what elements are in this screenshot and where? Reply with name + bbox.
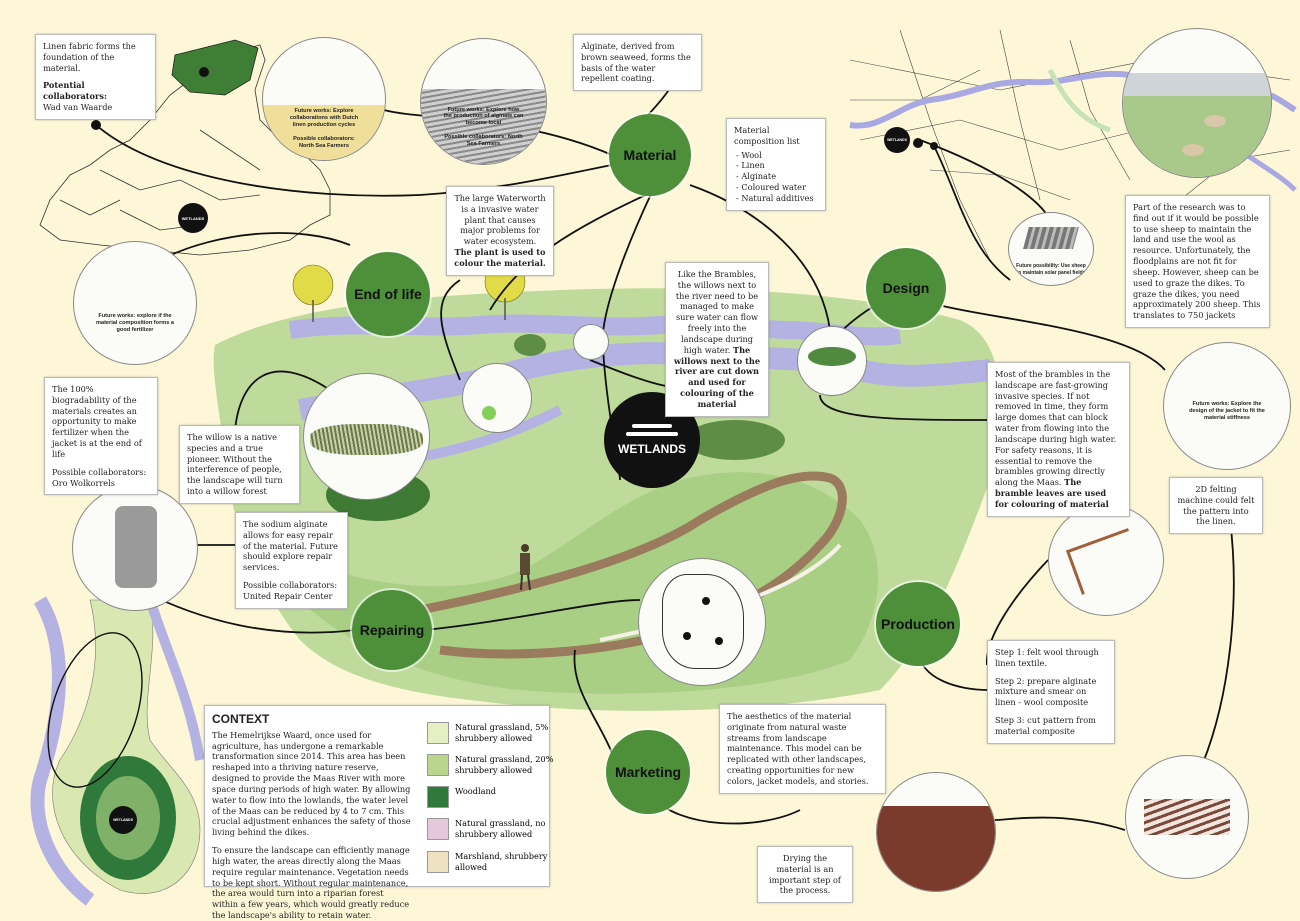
context-paragraph: To ensure the landscape can efficiently … <box>212 845 410 921</box>
design-illustration: Future works: Explore the design of the … <box>1163 342 1291 470</box>
dirt-path <box>419 471 847 659</box>
bramble-illustration <box>797 326 867 396</box>
alginate-note: Alginate, derived from brown seaweed, fo… <box>573 34 702 92</box>
willows-river-note: Like the Brambles, the willows next to t… <box>665 262 769 417</box>
willow-illustration <box>303 373 430 500</box>
bramble-patch <box>685 420 785 460</box>
map-marker <box>913 138 923 148</box>
linen-note: Linen fabric forms the foundation of the… <box>35 34 156 120</box>
wetlands-logo-waard: WETLANDS <box>109 806 137 834</box>
drying-illustration <box>876 772 996 892</box>
willow-twig-illustration <box>573 324 609 360</box>
legend-item: Natural grassland, 20% shrubbery allowed <box>427 754 563 776</box>
list-item: - Natural additives <box>736 192 814 203</box>
logo-text: WETLANDS <box>618 442 686 456</box>
waterworth-note: The large Waterworth is a invasive water… <box>446 186 554 276</box>
sodium-alginate-note: The sodium alginate allows for easy repa… <box>235 512 348 609</box>
map-marker <box>91 120 101 130</box>
legend-swatch <box>427 818 449 840</box>
legend-item: Woodland <box>427 786 563 808</box>
context-panel: CONTEXT The Hemelrijkse Waard, once used… <box>204 705 550 920</box>
waard-highlight-ellipse <box>47 632 143 788</box>
map-marker <box>199 67 209 77</box>
node-material[interactable]: Material <box>609 114 691 196</box>
aesthetics-note: The aesthetics of the material originate… <box>719 704 886 794</box>
biodegradability-note: The 100% biogradability of the materials… <box>44 377 158 496</box>
list-item: - Linen <box>736 160 765 171</box>
wetlands-logo-small: WETLANDS <box>178 203 208 233</box>
waterworth-illustration <box>462 363 532 433</box>
node-repairing[interactable]: Repairing <box>352 590 432 670</box>
walker-figure <box>520 544 531 591</box>
node-marketing[interactable]: Marketing <box>606 730 690 814</box>
willow-note: The willow is a native species and a tru… <box>179 425 300 504</box>
dike-route <box>1047 68 1111 133</box>
legend-swatch <box>427 722 449 744</box>
context-title: CONTEXT <box>212 712 270 726</box>
seaweed-illustration: Future works: Explore how the production… <box>420 38 547 165</box>
legend-item: Natural grassland, 5% shrubbery allowed <box>427 722 563 744</box>
shrub <box>514 334 546 356</box>
list-item: - Wool <box>736 149 762 160</box>
felting-machine-illustration <box>1048 504 1164 616</box>
jacket-illustration <box>72 485 198 611</box>
sheep-note: Part of the research was to find out if … <box>1125 195 1270 329</box>
brambles-note: Most of the brambles in the landscape ar… <box>987 362 1130 517</box>
netherlands-outline <box>39 44 331 256</box>
legend-swatch <box>427 851 449 873</box>
waard-side-river <box>145 598 205 761</box>
production-steps-note: Step 1: felt wool through linen textile.… <box>987 640 1115 744</box>
composition-list: - Wool - Linen - Alginate - Coloured wat… <box>734 150 818 204</box>
legend-swatch <box>427 754 449 776</box>
waard-river <box>30 596 95 906</box>
legend-item: Natural grassland, no shrubbery allowed <box>427 818 563 840</box>
sheep-dike-illustration <box>1122 28 1272 178</box>
tree-left <box>292 264 334 322</box>
node-production[interactable]: Production <box>876 582 960 666</box>
netherlands-map-illustration <box>638 558 766 686</box>
node-end-of-life[interactable]: End of life <box>346 252 430 336</box>
solar-panel-illustration: Future possibility: Use sheep to maintai… <box>1008 212 1094 286</box>
composition-note: Material composition list - Wool - Linen… <box>726 118 826 211</box>
legend-item: Marshland, shrubbery allowed <box>427 851 563 873</box>
list-item: - Alginate <box>736 171 777 182</box>
cutting-illustration <box>1125 755 1249 879</box>
wetlands-logo-map: WETLANDS <box>884 127 910 153</box>
linen-field-illustration: Future works: Explore collaborations wit… <box>262 37 386 161</box>
province-highlight <box>171 39 259 96</box>
context-paragraph: The Hemelrijkse Waard, once used for agr… <box>212 729 411 838</box>
map-marker <box>930 142 938 150</box>
fertilizer-illustration: Future works: explore if the material co… <box>73 241 197 365</box>
legend-swatch <box>427 786 449 808</box>
node-design[interactable]: Design <box>866 248 946 328</box>
felting-note: 2D felting machine could felt the patter… <box>1169 477 1263 535</box>
drying-note: Drying the material is an important step… <box>757 846 853 904</box>
list-item: - Coloured water <box>736 182 806 193</box>
